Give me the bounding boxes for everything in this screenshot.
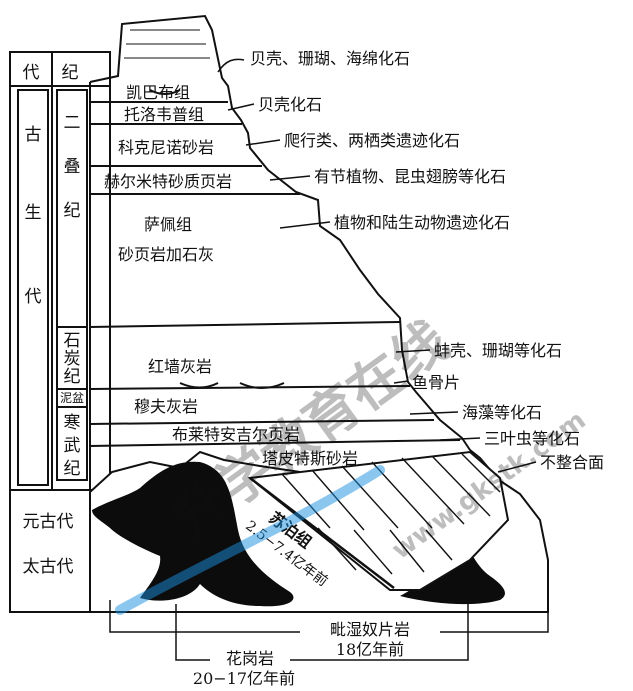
schist-bracket-left — [109, 600, 300, 633]
sutuo-group — [247, 450, 510, 591]
fossil-label-7: 鱼骨片 — [412, 373, 460, 392]
fossil-label-9: 三叶虫等化石 — [484, 429, 580, 448]
leader-2 — [227, 103, 255, 111]
cambrian-char-2: 武 — [64, 436, 81, 456]
carboniferous-char-3: 纪 — [64, 367, 81, 387]
layer-label-redwall: 红墙灰岩 — [148, 357, 212, 376]
lens-1 — [149, 89, 181, 95]
sutuo-lower-contact — [249, 477, 395, 589]
lens-3 — [239, 382, 285, 389]
fossil-label-2: 贝壳化石 — [258, 95, 322, 114]
column-header-era: 代 — [23, 63, 40, 83]
fossil-label-1: 贝壳、珊瑚、海绵化石 — [250, 49, 410, 68]
layer-boundary-8 — [89, 439, 461, 447]
leader-8 — [409, 411, 459, 415]
columns-frame — [9, 51, 111, 613]
devonian-label: 泥盆 — [60, 391, 84, 405]
cambrian-box — [56, 406, 88, 481]
leader-4 — [269, 175, 311, 181]
layer-label-tapeats: 塔皮特斯砂岩 — [262, 449, 358, 468]
column-header-period: 纪 — [62, 63, 79, 83]
watermark-swoosh — [115, 465, 385, 615]
fossil-labels: 贝壳、珊瑚、海绵化石 贝壳化石 爬行类、两栖类遗迹化石 有节植物、昆虫翅膀等化石… — [250, 49, 604, 472]
granite-left-mass — [92, 461, 294, 607]
cap-hatch — [124, 29, 210, 59]
lens-2 — [179, 382, 219, 389]
sutuo-wedge — [247, 450, 510, 591]
paleozoic-char-2: 生 — [25, 203, 42, 223]
layer-labels: 凯巴布组 托洛韦普组 科克尼诺砂岩 赫尔米特砂质页岩 萨佩组 砂页岩加石灰 红墙… — [104, 83, 358, 468]
granite-bracket-right — [290, 604, 469, 661]
strata-profile — [89, 14, 493, 490]
granite-name: 花岗岩 — [226, 649, 274, 668]
layer-label-coconino: 科克尼诺砂岩 — [118, 138, 214, 157]
layer-label-muav: 穆夫灰岩 — [134, 397, 198, 416]
leader-9 — [439, 437, 481, 441]
leader-3 — [245, 139, 281, 146]
fossil-label-5: 植物和陆生动物遗迹化石 — [334, 213, 510, 232]
fossil-label-10: 不整合面 — [540, 453, 604, 472]
bottom-brackets — [109, 600, 549, 661]
carboniferous-char-1: 石 — [64, 331, 81, 351]
layer-label-supai-lithology: 砂页岩加石灰 — [118, 245, 214, 264]
archean-label: 太古代 — [23, 557, 74, 577]
layer-label-supai: 萨佩组 — [144, 215, 192, 234]
leader-10 — [497, 461, 537, 473]
cambrian-char-1: 寒 — [64, 413, 81, 433]
paleozoic-char-3: 代 — [25, 287, 42, 307]
fossil-label-8: 海藻等化石 — [462, 403, 542, 422]
leader-6 — [395, 349, 431, 353]
paleozoic-box — [17, 89, 49, 486]
leader-7 — [393, 380, 409, 384]
granite-age: 20−17亿年前 — [193, 669, 295, 688]
fossil-leaders — [217, 58, 537, 473]
layer-boundary-5 — [89, 321, 401, 328]
layer-label-toroweap: 托洛韦普组 — [124, 105, 204, 124]
cambrian-char-3: 纪 — [64, 459, 81, 479]
granite-bracket-left — [175, 604, 210, 661]
fossil-label-3: 爬行类、两栖类遗迹化石 — [284, 131, 460, 150]
time-columns — [9, 51, 111, 613]
vishnu-schist-age: 18亿年前 — [336, 640, 404, 659]
carboniferous-char-2: 炭 — [64, 349, 81, 369]
leader-1 — [217, 58, 245, 73]
layer-boundary-7 — [89, 419, 435, 425]
vishnu-schist-name: 毗湿奴片岩 — [330, 620, 410, 639]
permian-char-2: 叠 — [64, 157, 81, 177]
layer-label-bright-angel: 布莱特安吉尔页岩 — [172, 425, 300, 444]
schist-bracket-right — [440, 600, 549, 633]
proterozoic-label: 元古代 — [23, 512, 74, 532]
permian-char-1: 二 — [64, 113, 81, 133]
layer-label-hermit: 赫尔米特砂质页岩 — [104, 172, 232, 191]
paleozoic-char-1: 古 — [25, 125, 42, 145]
fossil-label-4: 有节植物、昆虫翅膀等化石 — [314, 167, 506, 186]
fossil-label-6: 蚌壳、珊瑚等化石 — [434, 341, 562, 360]
leader-5 — [279, 221, 331, 229]
permian-char-3: 纪 — [64, 201, 81, 221]
layer-label-kaibab: 凯巴布组 — [126, 83, 190, 102]
